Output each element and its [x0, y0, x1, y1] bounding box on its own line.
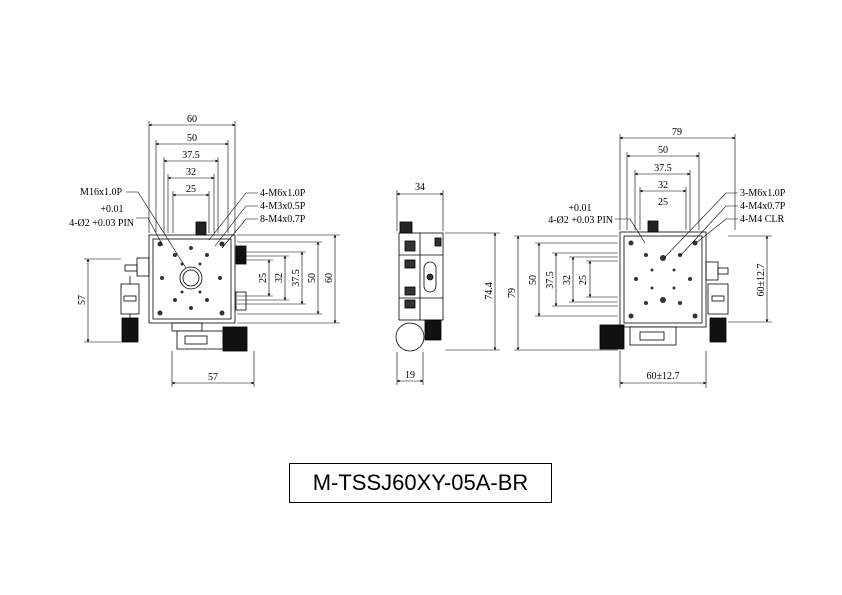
dim-side-74-4: 74.4	[484, 282, 495, 300]
dim-left-57: 57	[77, 295, 88, 305]
callout-pin-tol: +0.01	[100, 204, 123, 215]
dim-top-50: 50	[187, 133, 197, 144]
dim-bottom-stroke: 60±12.7	[647, 371, 680, 382]
dim-left-25: 25	[578, 275, 589, 285]
callout-m6: 4-M6x1.0P	[260, 188, 306, 199]
dim-right-50: 50	[307, 273, 318, 283]
dim-right-stroke: 60±12.7	[756, 264, 767, 297]
dim-bottom-37-5: 37.5	[654, 163, 672, 174]
dim-side-19: 19	[405, 370, 415, 381]
dim-side-34: 34	[415, 182, 425, 193]
callout-m4clr-b: 4-M4 CLR	[740, 214, 785, 225]
dim-top-60: 60	[187, 114, 197, 125]
top-view	[84, 121, 340, 387]
dim-left-50: 50	[528, 275, 539, 285]
callout-pin-b: 4-Ø2 +0.03 PIN	[548, 215, 613, 226]
dim-bottom-50: 50	[658, 145, 668, 156]
dim-bottom-32: 32	[658, 180, 668, 191]
dim-top-25: 25	[186, 184, 196, 195]
dim-left-32: 32	[562, 275, 573, 285]
side-view	[395, 190, 500, 385]
bottom-view	[514, 134, 772, 388]
model-number: M-TSSJ60XY-05A-BR	[312, 470, 529, 495]
callout-pin-tol-b: +0.01	[568, 203, 591, 214]
dim-right-60: 60	[324, 273, 335, 283]
side-view-labels: 34 74.4 19	[405, 182, 495, 381]
dim-right-32: 32	[274, 273, 285, 283]
dim-top-37-5: 37.5	[182, 150, 200, 161]
dim-bottom-57: 57	[208, 372, 218, 383]
dim-left-79: 79	[507, 288, 518, 298]
dim-bottom-25: 25	[658, 197, 668, 208]
callout-m6-b: 3-M6x1.0P	[740, 188, 786, 199]
dim-left-37-5: 37.5	[545, 271, 556, 289]
callout-m4: 8-M4x0.7P	[260, 214, 306, 225]
callout-m3: 4-M3x0.5P	[260, 201, 306, 212]
dim-top-32: 32	[186, 167, 196, 178]
model-number-box: M-TSSJ60XY-05A-BR	[289, 463, 552, 503]
dim-right-37-5: 37.5	[291, 269, 302, 287]
dim-bottom-79: 79	[672, 127, 682, 138]
callout-pin: 4-Ø2 +0.03 PIN	[69, 218, 134, 229]
callout-m16: M16x1.0P	[80, 187, 122, 198]
dim-right-25: 25	[258, 273, 269, 283]
bottom-view-labels: 79 50 37.5 32 25 79 50 37.5 32 25 60±12.…	[507, 127, 786, 382]
top-view-labels: 60 50 37.5 32 25 25 32 37.5 50 60 57 57 …	[69, 114, 335, 383]
callout-m4-b: 4-M4x0.7P	[740, 201, 786, 212]
